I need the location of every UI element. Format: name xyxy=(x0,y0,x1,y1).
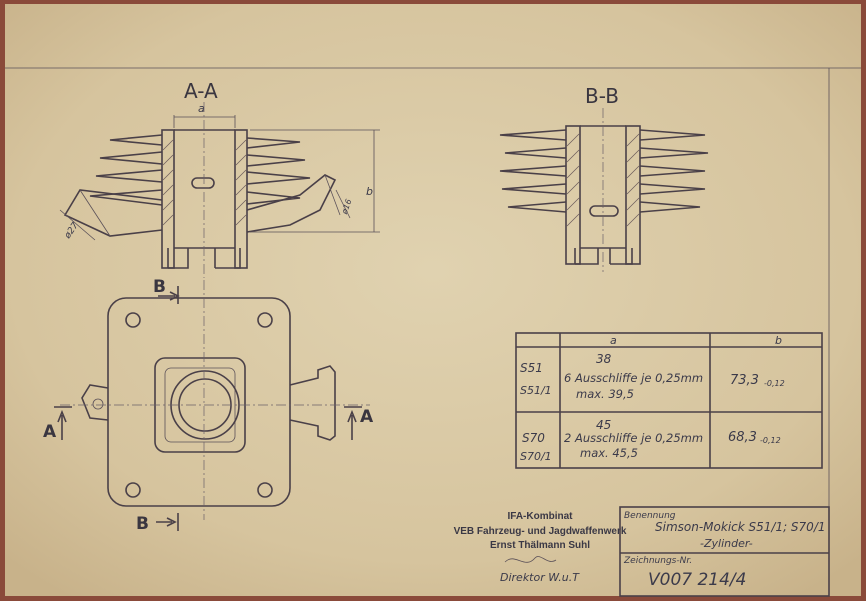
company-stamp: IFA-Kombinat VEB Fahrzeug- und Jagdwaffe… xyxy=(454,511,627,584)
section-aa-label: A-A xyxy=(184,79,218,103)
section-bb-label: B-B xyxy=(585,84,619,108)
row1-a-max: max. 39,5 xyxy=(576,387,634,401)
table-header-b: b xyxy=(775,334,782,347)
table-header-a: a xyxy=(610,334,617,347)
paper-background xyxy=(5,4,861,596)
row2-b-value: 68,3 xyxy=(728,430,757,445)
cut-b-bottom-label: B xyxy=(136,514,149,534)
cut-a-right-label: A xyxy=(360,407,374,427)
row1-a-note: 6 Ausschliffe je 0,25mm xyxy=(564,371,703,385)
cut-b-top-label: B xyxy=(153,277,166,297)
row1-a-nominal: 38 xyxy=(596,352,612,366)
section-bb-view: B-B xyxy=(499,84,709,272)
dimension-table: a b S51 S51/1 38 6 Ausschliffe je 0,25mm… xyxy=(515,332,823,469)
row2-a-nominal: 45 xyxy=(596,418,611,432)
zeichnung-label: Zeichnungs-Nr. xyxy=(623,556,692,566)
benennung-part: -Zylinder- xyxy=(700,537,753,550)
row2-model-2: S70/1 xyxy=(520,450,552,463)
zeichnung-value: V007 214/4 xyxy=(648,570,746,590)
dim-a-label-aa: a xyxy=(198,102,205,115)
stamp-signature-role: Direktor W.u.T xyxy=(500,571,580,584)
benennung-label: Benennung xyxy=(624,511,676,521)
signature-mark xyxy=(504,556,557,563)
row2-a-max: max. 45,5 xyxy=(580,446,638,460)
row1-b-value: 73,3 xyxy=(730,373,759,388)
benennung-value: Simson-Mokick S51/1; S70/1 xyxy=(655,520,826,534)
stamp-line-1: IFA-Kombinat xyxy=(508,511,574,522)
stamp-line-2: VEB Fahrzeug- und Jagdwaffenwerk xyxy=(454,526,627,537)
stamp-line-3: Ernst Thälmann Suhl xyxy=(490,540,590,551)
title-block: Benennung Simson-Mokick S51/1; S70/1 -Zy… xyxy=(619,506,830,597)
top-view: B B A A xyxy=(43,277,374,534)
row2-model-1: S70 xyxy=(522,431,545,445)
row1-model-2: S51/1 xyxy=(520,384,552,397)
row1-b-tolerance: -0,12 xyxy=(764,379,785,388)
row2-b-tolerance: -0,12 xyxy=(760,436,781,445)
section-aa-view: A-A a ø27 xyxy=(59,79,380,278)
row2-a-note: 2 Ausschliffe je 0,25mm xyxy=(564,431,703,445)
row1-model-1: S51 xyxy=(520,361,543,375)
dim-b-label-aa: b xyxy=(366,185,373,198)
cut-a-left-label: A xyxy=(43,422,57,442)
